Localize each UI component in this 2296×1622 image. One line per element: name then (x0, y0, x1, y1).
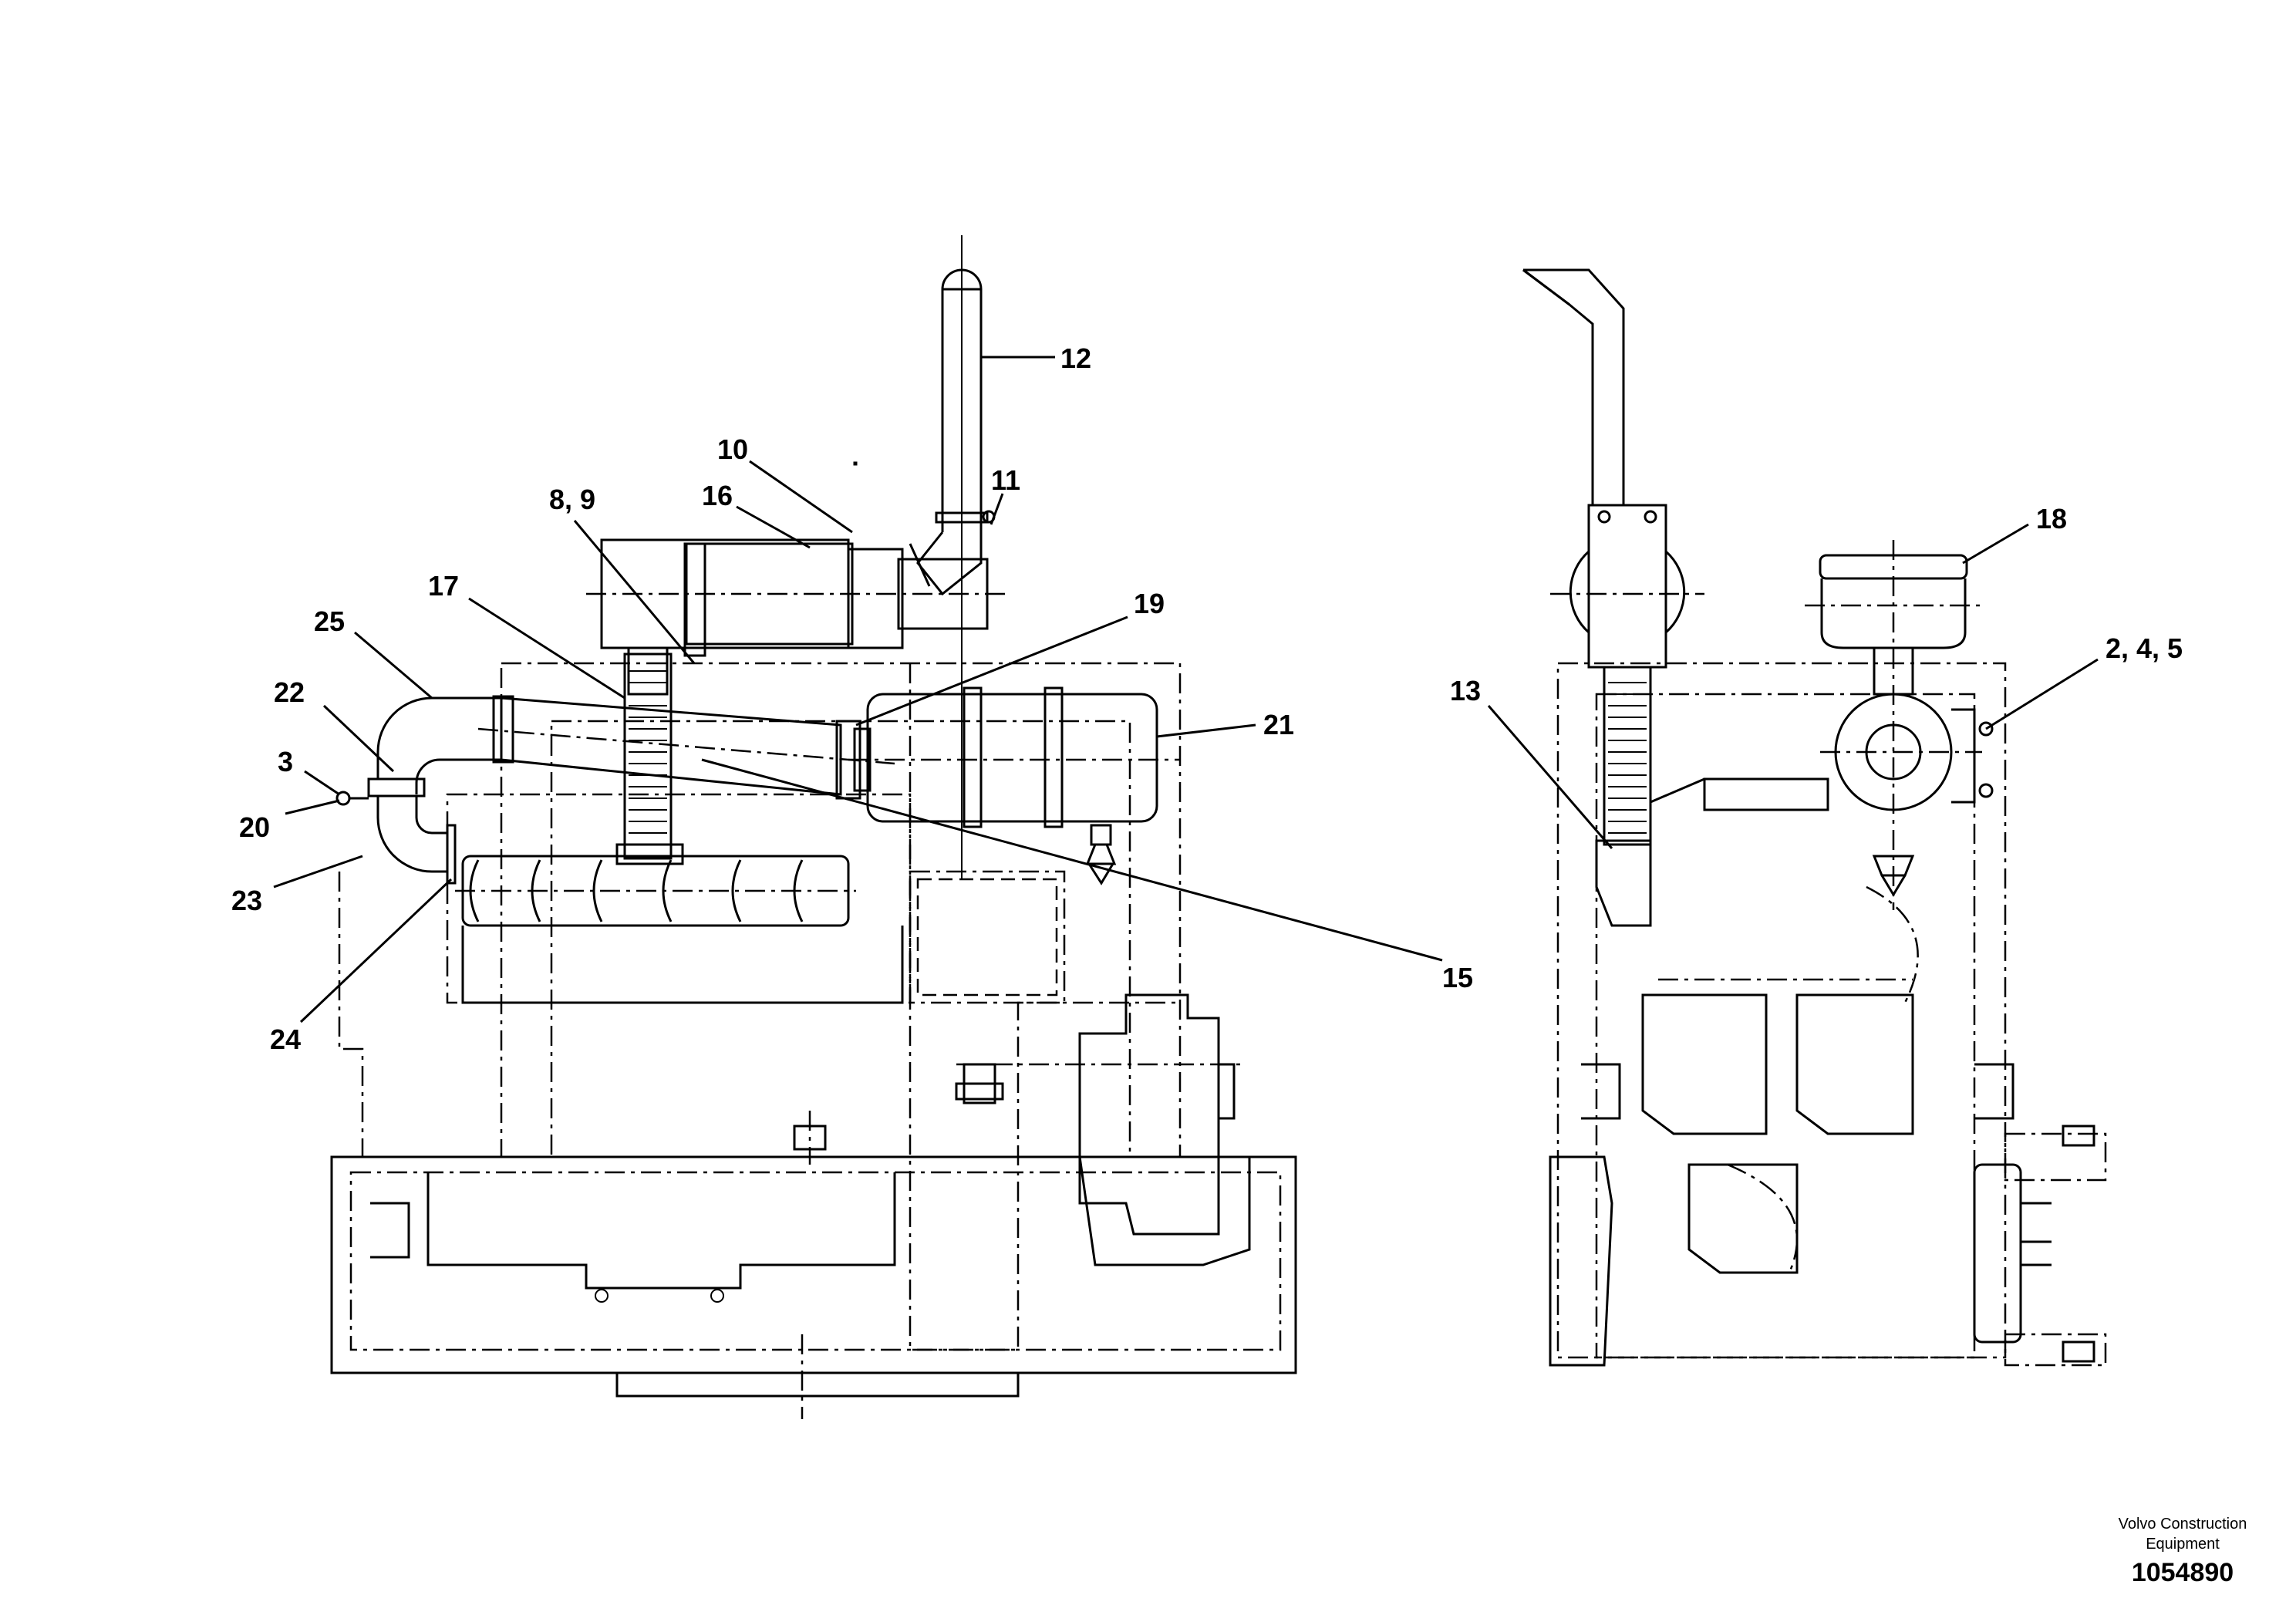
callout-21: 21 (1263, 709, 1294, 740)
drawing-footer: Volvo Construction Equipment 1054890 (2119, 1516, 2247, 1587)
intake-tube (477, 695, 895, 800)
engine-outline-front (1556, 662, 2014, 1359)
callout-labels: 12 10 11 16 8, 9 17 19 25 22 3 20 23 21 … (231, 342, 2183, 1055)
callout-20: 20 (239, 811, 270, 843)
right-view (1522, 268, 2107, 1367)
callout-10: 10 (717, 433, 748, 465)
brand-line-2: Equipment (2146, 1536, 2220, 1553)
callout-15: 15 (1442, 962, 1473, 993)
intake-bellows (615, 653, 684, 865)
callout-24: 24 (270, 1023, 301, 1055)
base-frame-front (1549, 1125, 2107, 1367)
callout-17: 17 (428, 570, 459, 602)
callout-3: 3 (278, 746, 293, 777)
base-frame (330, 1111, 1297, 1419)
callout-11: 11 (991, 464, 1020, 496)
callout-13: 13 (1450, 675, 1481, 706)
callout-25: 25 (314, 605, 345, 637)
callout-18: 18 (2036, 503, 2067, 534)
precleaner-front (1820, 693, 1994, 897)
leader-lines (273, 356, 2099, 1023)
callout-23: 23 (231, 885, 262, 916)
engine-outline (338, 662, 1182, 1351)
exhaust-stack-end (1522, 268, 1704, 669)
callout-19: 19 (1134, 588, 1165, 619)
intake-manifold (455, 855, 904, 1004)
callout-16: 16 (702, 480, 733, 511)
callout-22: 22 (274, 676, 305, 708)
intake-bellows-front (1595, 666, 1652, 927)
callout-8-9: 8, 9 (549, 484, 595, 515)
drawing-number: 1054890 (2132, 1558, 2234, 1587)
brand-line-1: Volvo Construction (2119, 1516, 2247, 1533)
exhaust-stack (909, 235, 996, 879)
left-view (330, 235, 1297, 1419)
callout-2-4-5: 2, 4, 5 (2106, 632, 2183, 664)
precleaner (848, 686, 1180, 885)
air-cleaner (586, 461, 1010, 696)
turbocharger (955, 993, 1251, 1266)
callout-12: 12 (1060, 342, 1091, 374)
